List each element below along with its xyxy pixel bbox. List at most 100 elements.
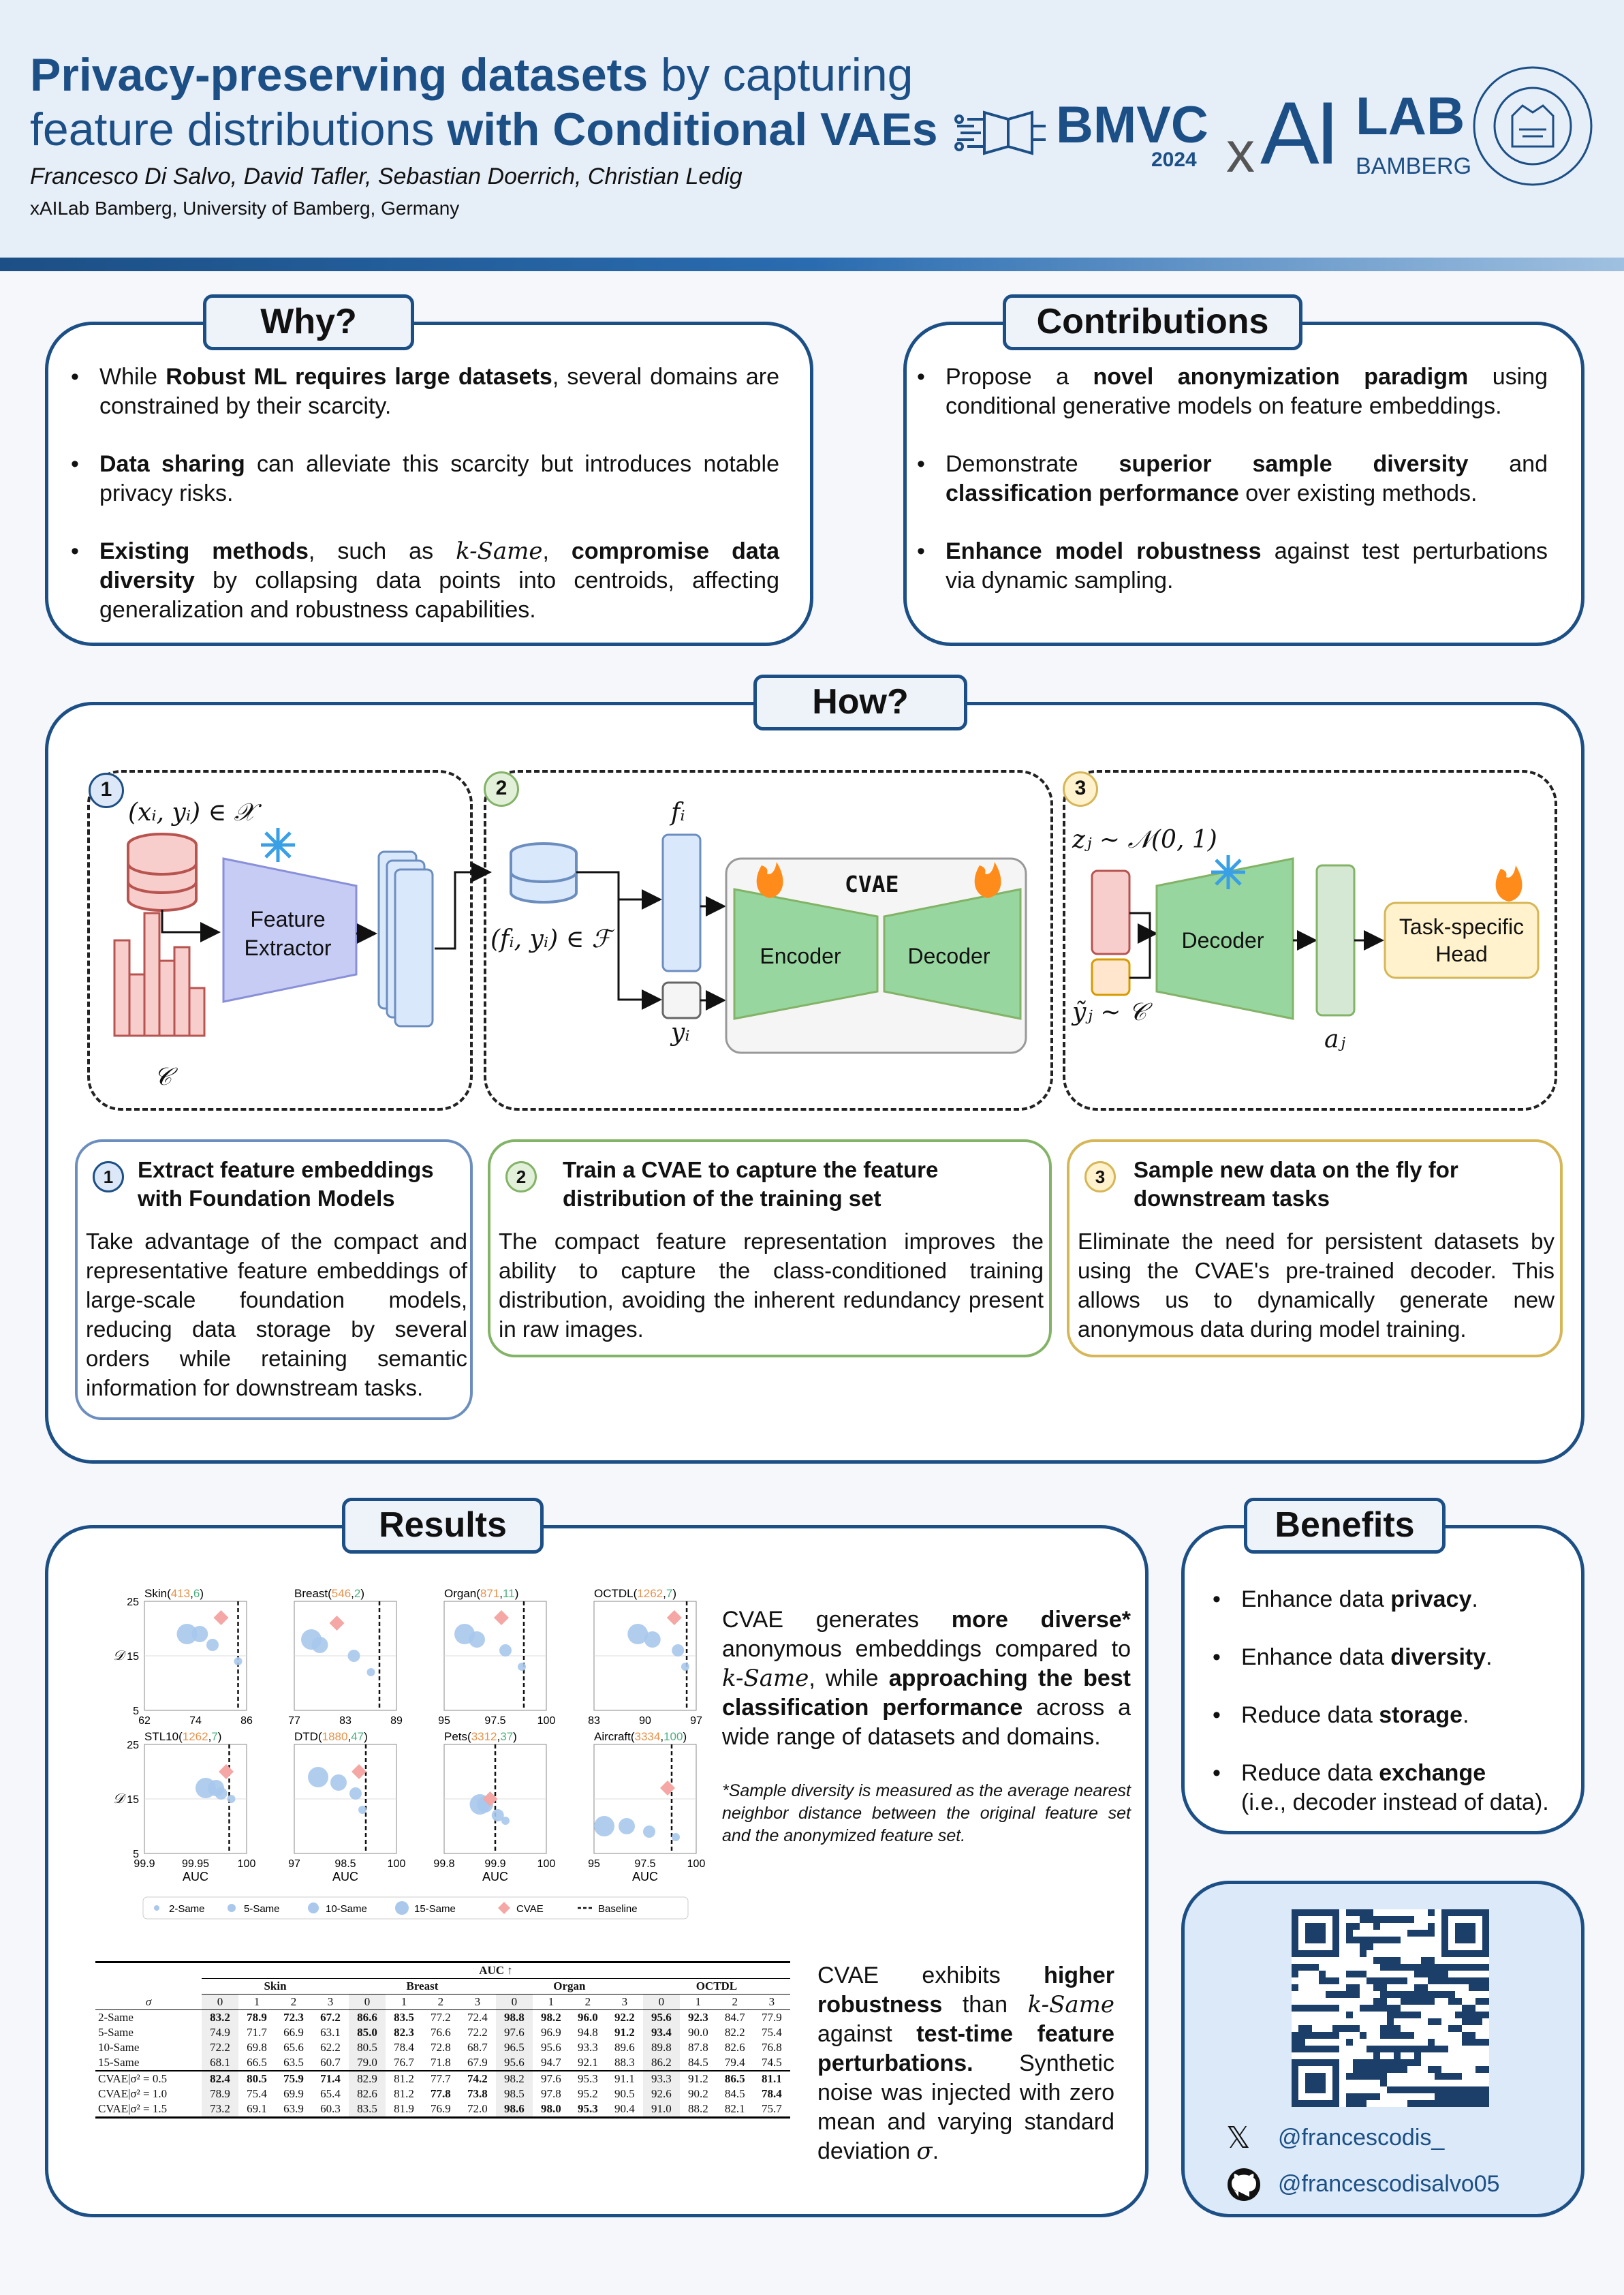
x-tick-label: 97 [288, 1858, 300, 1870]
github-icon [1228, 2168, 1260, 2201]
header-bar [0, 258, 1624, 271]
flame-icon [756, 862, 783, 898]
github-handle[interactable]: @francescodisalvo05 [1278, 2171, 1500, 2197]
table-cell: 80.5 [247, 2072, 267, 2085]
bmvc-logo: BMVC 2024 [954, 95, 1208, 177]
table-header-auc: AUC ↑ [202, 1962, 790, 1979]
fy-label: (fᵢ, yᵢ) ∈ ℱ [490, 925, 611, 953]
ksame-point [619, 1818, 635, 1834]
results-title: Results [342, 1498, 544, 1554]
table-cell: 82.4 [202, 2071, 239, 2086]
contributions-list: Propose a novel anonymization paradigm u… [917, 363, 1548, 624]
twitter-icon: 𝕏 [1226, 2121, 1251, 2155]
table-cell: 68.1 [202, 2055, 239, 2071]
table-cell: 73.8 [467, 2087, 488, 2100]
table-cell: 90.4 [614, 2102, 635, 2115]
table-cell: 75.4 [247, 2087, 267, 2100]
table-dataset-header: OCTDL [642, 1978, 790, 1994]
table-cell: 90.5 [614, 2087, 635, 2100]
table-cell: 98.8 [495, 2009, 533, 2025]
x-tick-label: 100 [537, 1715, 556, 1727]
table-dataset-header: Breast [348, 1978, 496, 1994]
x-tick-label: 86 [240, 1715, 253, 1727]
table-cell: 90.0 [687, 2026, 708, 2039]
sigma-col: 3 [768, 1995, 775, 2008]
step1-region [87, 770, 473, 1111]
table-cell: 75.7 [762, 2102, 782, 2115]
y-tick-label: 15 [127, 1794, 139, 1806]
bmvc-circuit-icon [954, 110, 1046, 155]
yi-vector [661, 981, 702, 1019]
x-tick-label: 89 [390, 1715, 403, 1727]
qr-code[interactable] [1292, 1909, 1489, 2107]
table-cell: 71.7 [247, 2026, 267, 2039]
table-cell: 72.3 [283, 2011, 304, 2024]
x-axis-label: AUC [332, 1870, 358, 1883]
ksame-point [454, 1624, 475, 1644]
yj-label: ỹⱼ ∼ 𝒞 [1072, 998, 1147, 1026]
step1-card: 1 Extract feature embeddings with Founda… [75, 1139, 473, 1420]
x-axis-label: AUC [183, 1870, 208, 1883]
legend-marker [395, 1901, 409, 1915]
legend-label: 5-Same [244, 1903, 280, 1915]
table-cell: 75.9 [283, 2072, 304, 2085]
legend-marker [154, 1905, 159, 1911]
step2-region [484, 770, 1053, 1111]
embedding-stack [377, 850, 434, 1028]
x-tick-label: 77 [288, 1715, 300, 1727]
twitter-handle[interactable]: @francescodis_ [1278, 2125, 1445, 2151]
why-item: Existing methods, such as k-Same, compro… [71, 537, 779, 625]
x-tick-label: 95 [588, 1858, 600, 1870]
ksame-point [672, 1833, 680, 1841]
table-cell: 96.5 [495, 2040, 533, 2055]
table-cell: 72.2 [202, 2040, 239, 2055]
legend-marker [228, 1904, 236, 1912]
x-tick-label: 83 [588, 1715, 600, 1727]
table-cell: 63.5 [283, 2056, 304, 2069]
flame-icon [974, 862, 1001, 898]
table-cell: 87.8 [687, 2041, 708, 2054]
table-cell: 83.5 [348, 2101, 386, 2118]
table-cell: 73.2 [202, 2101, 239, 2118]
sigma-col: 1 [548, 1995, 555, 2008]
table-cell: 86.2 [642, 2055, 680, 2071]
why-title: Why? [203, 294, 414, 350]
fi-label: fᵢ [671, 799, 685, 827]
x-tick-label: 62 [138, 1715, 151, 1727]
results-footnote: *Sample diversity is measured as the ave… [722, 1781, 1131, 1845]
table-cell: 78.9 [247, 2011, 267, 2024]
table-cell: 91.2 [614, 2026, 635, 2039]
table-cell: 74.5 [762, 2056, 782, 2069]
authors: Francesco Di Salvo, David Tafler, Sebast… [30, 164, 743, 189]
table-cell: 82.1 [724, 2102, 745, 2115]
x-tick-label: 99.8 [433, 1858, 454, 1870]
flame-icon [1495, 865, 1522, 902]
table-cell: 92.2 [614, 2011, 635, 2024]
step1-number: 1 [89, 773, 124, 808]
sigma-col: 2 [584, 1995, 591, 2008]
table-cell: 71.8 [431, 2056, 451, 2069]
table-cell: 78.4 [762, 2087, 782, 2100]
table-cell: 94.7 [541, 2056, 561, 2069]
step2-text: The compact feature representation impro… [499, 1229, 1044, 1342]
C-label: 𝒞 [154, 1063, 172, 1091]
cvae-point [219, 1764, 234, 1779]
decoder2-shape [1155, 857, 1294, 1020]
sigma-col: 3 [327, 1995, 334, 2008]
how-title: How? [753, 675, 967, 730]
y-tick-label: 15 [127, 1651, 139, 1663]
table-cell: 98.5 [495, 2086, 533, 2101]
table-cell: 74.2 [467, 2072, 488, 2085]
table-cell: 95.6 [541, 2041, 561, 2054]
sigma-header: σ [145, 1994, 152, 2008]
university-seal [1471, 65, 1594, 187]
ksame-point [501, 1817, 510, 1825]
y-tick-label: 25 [127, 1597, 139, 1608]
table-cell: 97.6 [495, 2025, 533, 2040]
table-cell: 93.3 [642, 2071, 680, 2086]
table-cell: 67.9 [467, 2056, 488, 2069]
